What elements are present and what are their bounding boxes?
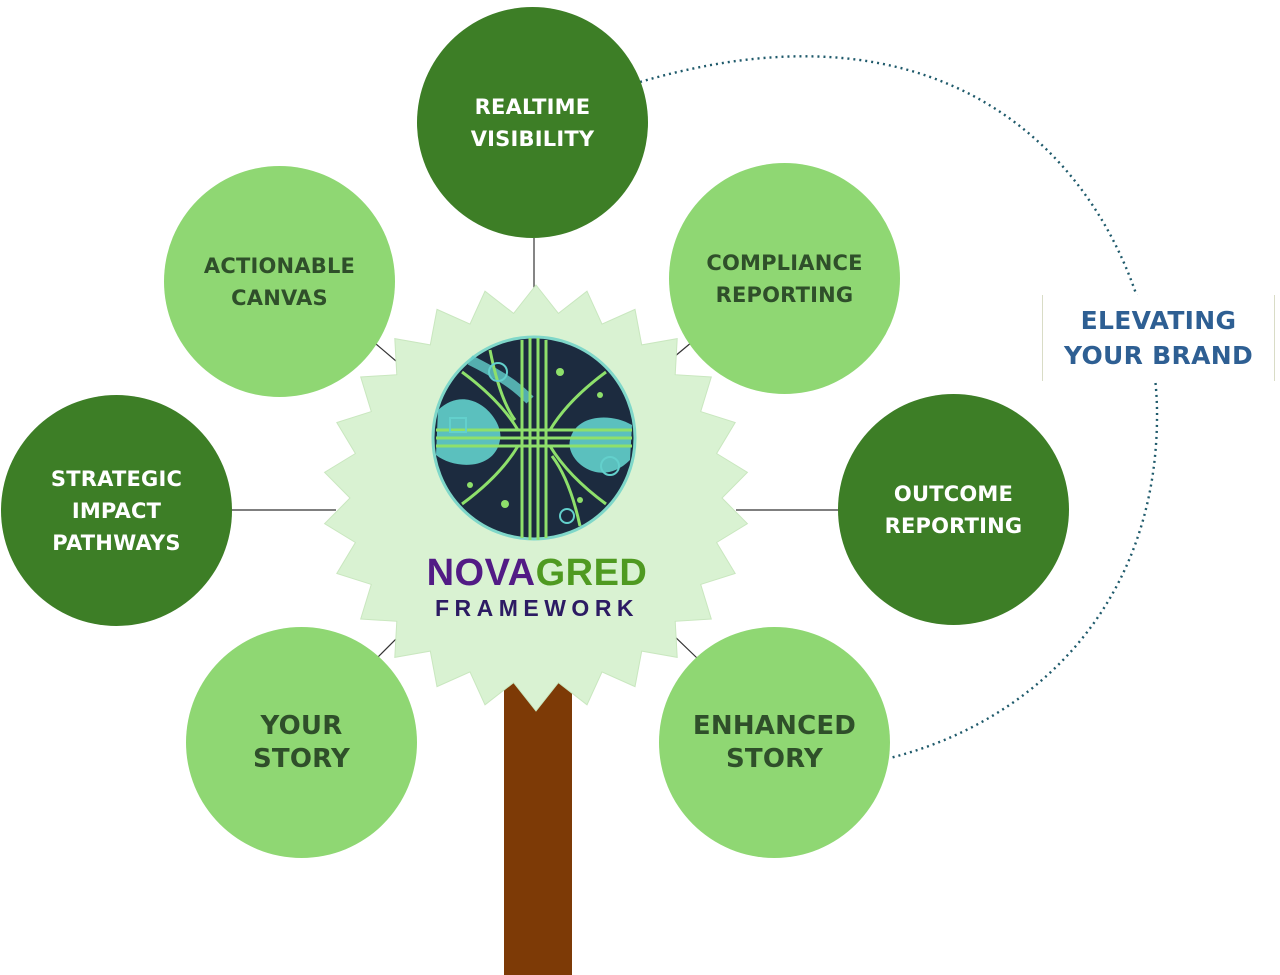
node-strategic-impact-pathways: STRATEGIC IMPACT PATHWAYS xyxy=(1,395,232,626)
node-enhanced-story-label: ENHANCED STORY xyxy=(692,710,857,774)
node-compliance-reporting: COMPLIANCE REPORTING xyxy=(669,163,900,394)
node-outcome-reporting: OUTCOME REPORTING xyxy=(838,394,1069,625)
tree-trunk xyxy=(504,660,572,975)
node-your-story-label: YOUR STORY xyxy=(253,710,350,774)
node-actionable-canvas: ACTIONABLE CANVAS xyxy=(164,166,395,397)
node-realtime-visibility: REALTIME VISIBILITY xyxy=(417,7,648,238)
dotted-arc-connector xyxy=(639,55,1159,760)
logo-wordmark: NOVAGRED xyxy=(392,553,682,593)
logo-wordmark-gred: GRED xyxy=(535,552,648,594)
node-outcome-reporting-label: OUTCOME REPORTING xyxy=(884,481,1023,538)
elevating-brand-label: ELEVATING YOUR BRAND xyxy=(1063,306,1254,370)
node-strategic-impact-pathways-label: STRATEGIC IMPACT PATHWAYS xyxy=(50,466,183,555)
logo-emblem xyxy=(431,335,637,541)
node-realtime-visibility-label: REALTIME VISIBILITY xyxy=(470,94,595,151)
node-compliance-reporting-label: COMPLIANCE REPORTING xyxy=(706,250,863,307)
node-enhanced-story: ENHANCED STORY xyxy=(659,627,890,858)
node-actionable-canvas-label: ACTIONABLE CANVAS xyxy=(203,253,356,310)
elevating-brand-callout: ELEVATING YOUR BRAND xyxy=(1042,295,1275,381)
logo-subtitle: FRAMEWORK xyxy=(434,595,640,621)
node-your-story: YOUR STORY xyxy=(186,627,417,858)
logo-wordmark-nova: NOVA xyxy=(426,552,536,594)
